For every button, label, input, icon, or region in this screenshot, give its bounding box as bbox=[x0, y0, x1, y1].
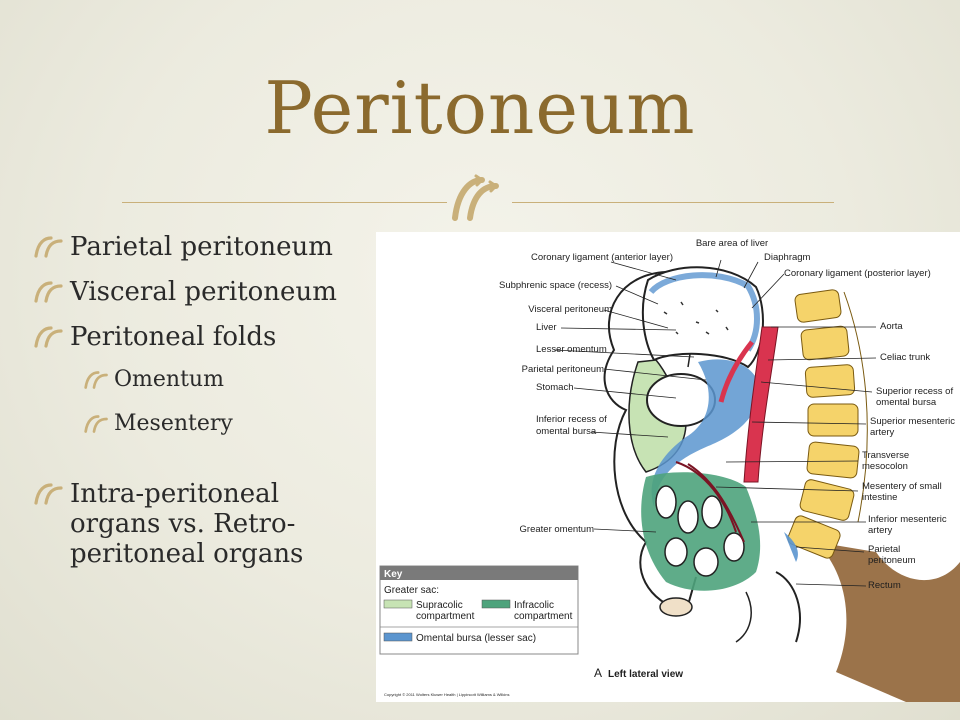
curved-arrow-bullet-icon bbox=[84, 415, 108, 433]
bullet-text: Intra-peritoneal organs vs. Retro-perito… bbox=[70, 479, 304, 569]
sub-bullet-item: Omentum bbox=[34, 367, 374, 393]
curved-arrow-bullet-icon bbox=[34, 483, 63, 505]
abdominal-wall-outline bbox=[603, 271, 697, 614]
key-swatch-infracolic bbox=[481, 599, 511, 609]
label-lesser-omentum: Lesser omentum bbox=[536, 344, 607, 355]
label-bare-area: Bare area of liver bbox=[696, 238, 768, 249]
key-supracolic: Supracolic compartment bbox=[416, 600, 475, 622]
key-title: Key bbox=[384, 569, 403, 580]
curved-arrow-bullet-icon bbox=[84, 371, 108, 389]
bullet-item: Peritoneal folds bbox=[34, 322, 374, 352]
peritoneum-diagram: Bare area of liver Coronary ligament (an… bbox=[379, 238, 960, 702]
diagram-labels: Bare area of liver Coronary ligament (an… bbox=[499, 238, 958, 591]
label-subphrenic: Subphrenic space (recess) bbox=[499, 280, 612, 291]
key-infracolic: Infracolic compartment bbox=[514, 600, 573, 622]
label-stomach: Stomach bbox=[536, 382, 574, 393]
label-coronary-anterior: Coronary ligament (anterior layer) bbox=[531, 252, 673, 263]
key-swatch-omental-bursa bbox=[383, 632, 413, 642]
leader-lines bbox=[553, 259, 877, 587]
bullet-text: Parietal peritoneum bbox=[70, 232, 333, 262]
label-transverse-mesocolon: Transverse mesocolon bbox=[862, 450, 912, 472]
label-parietal-peritoneum-2: Parietal peritoneum bbox=[868, 544, 916, 566]
label-diaphragm: Diaphragm bbox=[764, 252, 811, 263]
legend-key: Key Greater sac: Supracolic compartment … bbox=[379, 565, 579, 655]
bullet-text: Peritoneal folds bbox=[70, 322, 277, 352]
key-greater-sac: Greater sac: bbox=[384, 585, 439, 596]
key-swatch-supracolic bbox=[383, 599, 413, 609]
label-superior-recess: Superior recess of omental bursa bbox=[876, 386, 956, 408]
title-rule-right bbox=[512, 202, 834, 203]
title-rule-left bbox=[122, 202, 447, 203]
label-inferior-recess: Inferior recess of omental bursa bbox=[536, 414, 609, 437]
sub-bullet-item: Mesentery bbox=[34, 411, 374, 437]
bullet-text: Mesentery bbox=[114, 411, 233, 436]
label-inf-mesenteric: Inferior mesenteric artery bbox=[868, 514, 949, 536]
label-sup-mesenteric: Superior mesenteric artery bbox=[870, 416, 958, 438]
caption-letter: A bbox=[594, 666, 602, 680]
omental-bursa bbox=[651, 359, 761, 507]
title-ornament-icon bbox=[452, 174, 499, 221]
label-rectum: Rectum bbox=[868, 580, 901, 591]
bullet-item: Parietal peritoneum bbox=[34, 232, 374, 262]
caption-text: Left lateral view bbox=[608, 669, 683, 680]
vertebral-column bbox=[787, 289, 860, 559]
label-parietal-peritoneum: Parietal peritoneum bbox=[522, 364, 604, 375]
intestinal-loops bbox=[655, 485, 745, 577]
liver bbox=[641, 266, 764, 369]
label-coronary-posterior: Coronary ligament (posterior layer) bbox=[784, 268, 931, 279]
anatomy-figure: Bare area of liver Coronary ligament (an… bbox=[376, 232, 960, 702]
bullet-text: Visceral peritoneum bbox=[70, 277, 337, 307]
label-celiac-trunk: Celiac trunk bbox=[880, 352, 930, 363]
bullet-item: Intra-peritoneal organs vs. Retro-perito… bbox=[34, 479, 374, 569]
bullet-list: Parietal peritoneum Visceral peritoneum … bbox=[34, 232, 374, 584]
curved-arrow-bullet-icon bbox=[34, 236, 63, 258]
bullet-text: Omentum bbox=[114, 367, 224, 392]
curved-arrow-bullet-icon bbox=[34, 281, 63, 303]
bullet-item: Visceral peritoneum bbox=[34, 277, 374, 307]
slide-title: Peritoneum bbox=[264, 66, 696, 150]
label-greater-omentum: Greater omentum bbox=[520, 524, 595, 535]
posterior-tissue bbox=[816, 542, 960, 702]
label-aorta: Aorta bbox=[880, 321, 903, 332]
omental-bursa-upper bbox=[648, 272, 760, 352]
label-visceral-peritoneum: Visceral peritoneum bbox=[528, 304, 612, 315]
label-liver: Liver bbox=[536, 322, 557, 333]
key-omental-bursa: Omental bursa (lesser sac) bbox=[416, 633, 536, 644]
copyright-text: Copyright © 2011 Wolters Kluwer Health |… bbox=[384, 692, 509, 697]
label-mesentery-small: Mesentery of small intestine bbox=[862, 481, 944, 503]
curved-arrow-bullet-icon bbox=[34, 326, 63, 348]
aorta bbox=[743, 326, 779, 483]
